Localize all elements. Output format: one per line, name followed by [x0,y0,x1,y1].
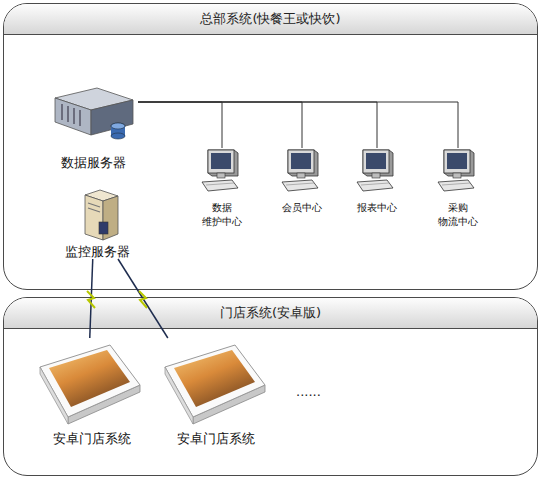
node-label: 会员中心 [278,201,326,215]
node-label: 安卓门店系统 [177,432,255,446]
device-node: 安卓门店系统 [36,338,148,446]
node-label: 安卓门店系统 [53,432,131,446]
ellipsis-note: ...... [296,384,321,399]
device-node: 数据 维护中心 [196,148,248,229]
device-node: 数据服务器 [48,90,138,170]
node-label: 报表中心 [353,201,401,215]
system-panel: 门店系统(安卓版) 安卓门店系统 安卓门店系统 [3,297,538,476]
system-panel: 总部系统(快餐王或快饮) 数据服务器监控服务器 数据 维护中心 会员中心 报表中心 采购 … [3,3,538,290]
panel-title: 总部系统(快餐王或快饮) [4,4,537,35]
node-label: 数据 维护中心 [200,201,244,229]
device-node: 安卓门店系统 [160,338,272,446]
node-label: 数据服务器 [61,156,126,170]
device-node: 会员中心 [276,148,328,215]
panel-title: 门店系统(安卓版) [4,298,537,329]
node-label: 监控服务器 [65,245,130,259]
device-node: 监控服务器 [50,186,145,259]
node-label: 采购 物流中心 [436,201,480,229]
device-node: 报表中心 [351,148,403,215]
device-node: 采购 物流中心 [428,148,488,229]
